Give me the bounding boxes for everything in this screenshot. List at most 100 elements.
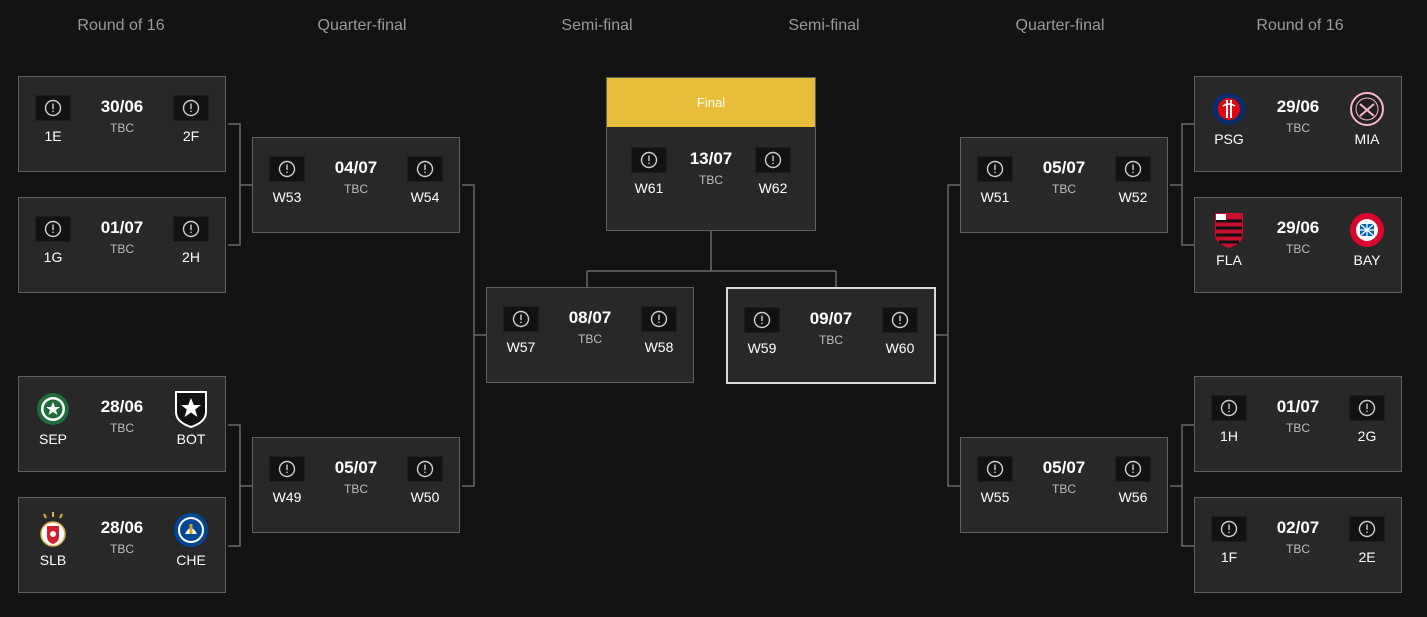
chelsea-crest-icon (173, 512, 209, 548)
match-date: 29/06 (1276, 218, 1320, 237)
match-status: TBC (1052, 182, 1076, 196)
final-header: Final (607, 78, 815, 127)
team-code: PSG (1214, 131, 1244, 147)
alert-circle-icon (269, 156, 305, 182)
benfica-crest-icon (35, 512, 71, 548)
match-status: TBC (110, 121, 134, 135)
botafogo-crest-icon (173, 391, 209, 428)
team-code: W57 (506, 339, 536, 355)
team-home: 1H (1211, 395, 1247, 444)
alert-circle-icon (503, 306, 539, 332)
team-away: W50 (407, 456, 443, 505)
team-code: 1G (43, 249, 63, 265)
alert-circle-icon (269, 456, 305, 482)
alert-circle-icon (173, 216, 209, 242)
inter-miami-crest-icon (1349, 91, 1385, 127)
alert-circle-icon (641, 306, 677, 332)
match-status: TBC (1286, 242, 1310, 256)
match-date: 01/07 (100, 218, 144, 237)
alert-circle-icon (407, 456, 443, 482)
team-home: W59 (744, 307, 780, 356)
match-date: 05/07 (334, 458, 378, 477)
team-away: 2E (1349, 516, 1385, 565)
match-date: 13/07 (689, 149, 733, 168)
team-code: SLB (39, 552, 67, 568)
match-status: TBC (1286, 121, 1310, 135)
alert-circle-icon (977, 156, 1013, 182)
round-title-qf-right: Quarter-final (1015, 17, 1105, 34)
team-home: W51 (977, 156, 1013, 205)
match-status: TBC (1286, 421, 1310, 435)
alert-circle-icon (1349, 395, 1385, 421)
team-code: W54 (410, 189, 440, 205)
match-status: TBC (1052, 482, 1076, 496)
team-home: 1F (1211, 516, 1247, 565)
team-code: SEP (38, 431, 67, 447)
team-home: 1E (35, 95, 71, 144)
team-away: W62 (755, 147, 791, 196)
alert-circle-icon (631, 147, 667, 173)
team-home: SLB (35, 512, 71, 568)
match-date: 29/06 (1276, 97, 1320, 116)
team-code: W61 (634, 180, 664, 196)
round-title-r16-left: Round of 16 (77, 17, 165, 34)
team-home: FLA (1211, 212, 1247, 268)
match-status: TBC (110, 542, 134, 556)
alert-circle-icon (173, 95, 209, 121)
match-date: 04/07 (334, 158, 378, 177)
bayern-crest-icon (1349, 212, 1385, 248)
alert-circle-icon (35, 95, 71, 121)
team-code: 2G (1357, 428, 1377, 444)
team-code: W62 (758, 180, 788, 196)
match-date: 30/06 (100, 97, 144, 116)
alert-circle-icon (1115, 456, 1151, 482)
match-status: TBC (344, 482, 368, 496)
match-date: 08/07 (568, 308, 612, 327)
match-status: TBC (110, 242, 134, 256)
team-home: SEP (35, 391, 71, 447)
team-away: MIA (1349, 91, 1385, 147)
team-code: 2F (182, 128, 200, 144)
team-home: W61 (631, 147, 667, 196)
team-code: W51 (980, 189, 1010, 205)
team-away: 2G (1349, 395, 1385, 444)
match-status: TBC (1286, 542, 1310, 556)
round-title-r16-right: Round of 16 (1256, 17, 1344, 34)
match-status: TBC (110, 421, 134, 435)
alert-circle-icon (1211, 516, 1247, 542)
team-code: BAY (1353, 252, 1381, 268)
match-status: TBC (344, 182, 368, 196)
alert-circle-icon (35, 216, 71, 242)
team-code: W53 (272, 189, 302, 205)
team-code: W58 (644, 339, 674, 355)
team-away: W58 (641, 306, 677, 355)
match-date: 28/06 (100, 397, 144, 416)
team-code: W52 (1118, 189, 1148, 205)
team-code: 2E (1358, 549, 1376, 565)
team-home: W53 (269, 156, 305, 205)
team-away: W56 (1115, 456, 1151, 505)
match-date: 05/07 (1042, 158, 1086, 177)
alert-circle-icon (882, 307, 918, 333)
team-away: W60 (882, 307, 918, 356)
palmeiras-crest-icon (35, 391, 71, 427)
match-date: 05/07 (1042, 458, 1086, 477)
team-code: W50 (410, 489, 440, 505)
psg-crest-icon (1211, 91, 1247, 127)
